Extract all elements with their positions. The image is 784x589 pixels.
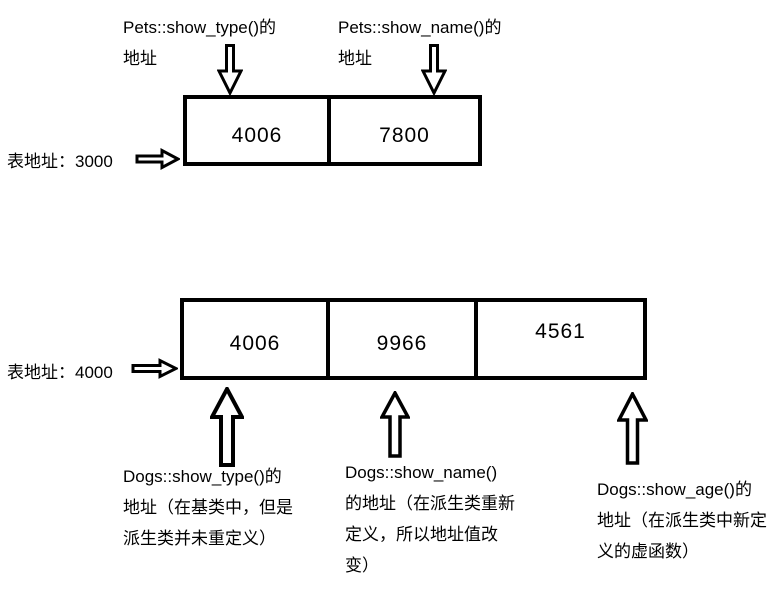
dogs-show-name-label-line2: 的地址（在派生类重新	[345, 494, 515, 513]
dogs-show-name-label: Dogs::show_name() 的地址（在派生类重新 定义，所以地址值改 变…	[345, 457, 515, 581]
dogs-show-age-label-line2: 地址（在派生类中新定	[597, 511, 767, 530]
up-arrow-icon	[380, 391, 410, 458]
dogs-show-type-label-line1: Dogs::show_type()的	[123, 467, 282, 486]
dogs-show-name-label-line3: 定义，所以地址值改	[345, 525, 498, 544]
pets-show-type-label-line1: Pets::show_type()的	[123, 18, 277, 37]
pets-show-type-label-line2: 地址	[123, 49, 157, 68]
dogs-vtable-cell-2: 4561	[535, 320, 586, 343]
pets-vtable-cell-0: 4006	[187, 99, 331, 162]
dogs-vtable-cell-0: 4006	[184, 302, 330, 376]
pets-vtable-cell-1: 7800	[379, 123, 430, 147]
dogs-show-name-label-line4: 变）	[345, 556, 379, 575]
up-arrow-icon	[617, 392, 648, 465]
down-arrow-icon	[217, 44, 243, 95]
dogs-show-type-label-line2: 地址（在基类中，但是	[123, 498, 293, 517]
pets-show-type-label: Pets::show_type()的 地址	[123, 12, 276, 74]
right-arrow-icon	[135, 148, 180, 170]
dogs-show-type-label-line3: 派生类并未重定义）	[123, 529, 276, 548]
right-arrow-icon	[131, 358, 178, 379]
dogs-table-address-label: 表地址：4000	[7, 363, 113, 382]
up-arrow-icon	[210, 387, 244, 467]
dogs-show-name-label-line1: Dogs::show_name()	[345, 463, 498, 482]
dogs-vtable: 4006 9966 4561	[180, 298, 647, 380]
pets-table-address-label: 表地址：3000	[7, 152, 113, 171]
down-arrow-icon	[421, 44, 447, 95]
dogs-show-age-label-line3: 义的虚函数）	[597, 542, 699, 561]
pets-show-name-label-line1: Pets::show_name()的	[338, 18, 502, 37]
dogs-vtable-cell-1: 9966	[330, 302, 478, 376]
dogs-show-type-label: Dogs::show_type()的 地址（在基类中，但是 派生类并未重定义）	[123, 461, 293, 554]
pets-vtable: 4006 7800	[183, 95, 482, 166]
dogs-show-age-label-line1: Dogs::show_age()的	[597, 480, 752, 499]
pets-show-name-label: Pets::show_name()的 地址	[338, 12, 501, 74]
pets-show-name-label-line2: 地址	[338, 49, 372, 68]
dogs-show-age-label: Dogs::show_age()的 地址（在派生类中新定 义的虚函数）	[597, 474, 767, 567]
